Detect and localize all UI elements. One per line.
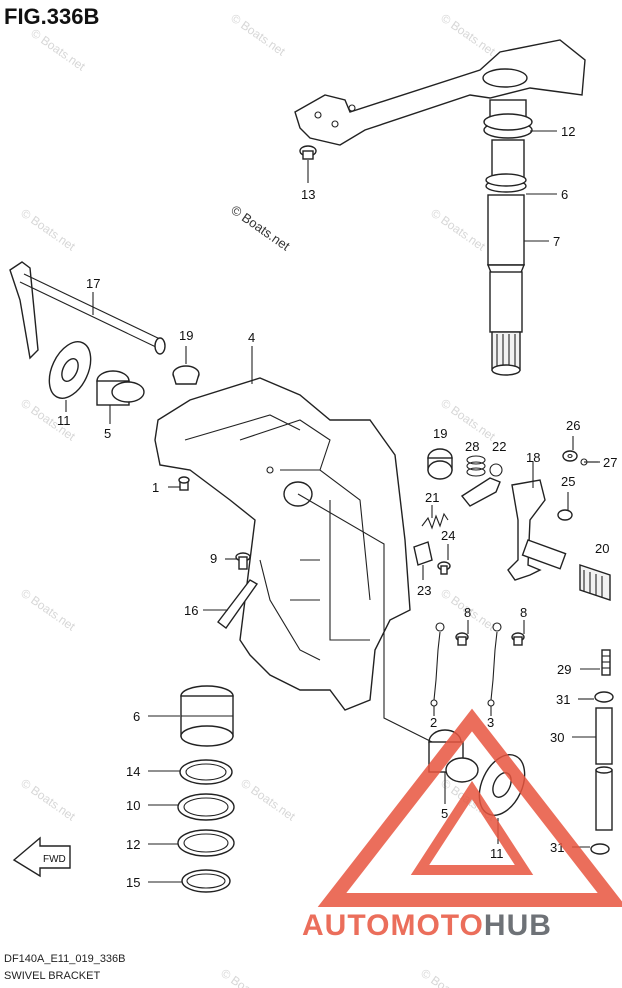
steering-arm [294, 39, 586, 146]
callout-11: 11 [57, 413, 71, 428]
bushing-19-left [172, 365, 200, 385]
spring-28 [466, 455, 486, 477]
clip-31-bottom [590, 843, 610, 855]
callout-5: 5 [104, 426, 111, 441]
ring-10 [177, 793, 235, 821]
ground-wire-2 [430, 622, 445, 707]
bolt-24 [437, 561, 451, 575]
callout-labels: 12 13 6 7 17 19 4 11 5 26 27 19 28 22 18… [57, 124, 617, 890]
ring-15 [181, 869, 231, 893]
washer-26 [562, 450, 578, 462]
callout-29: 29 [557, 662, 571, 677]
callout-26: 26 [566, 418, 580, 433]
callout-13: 13 [301, 187, 315, 202]
automotohub-logo: AUTOMOTOHUB [302, 708, 622, 942]
grease-nipple-1 [178, 476, 190, 491]
stopper-lever-18 [507, 479, 567, 581]
callout-15: 15 [126, 875, 140, 890]
watermark: © Boats.net [28, 26, 88, 74]
bushing-5-left [96, 370, 145, 406]
ground-wire-3 [487, 622, 502, 707]
figure-name: SWIVEL BRACKET [4, 970, 100, 982]
callout-8: 8 [464, 605, 471, 620]
callout-8: 8 [520, 605, 527, 620]
figure-code: DF140A_E11_019_336B [4, 953, 126, 965]
leader-lines [65, 130, 600, 883]
swivel-bracket-body [154, 377, 411, 711]
callout-6: 6 [133, 709, 140, 724]
callout-17: 17 [86, 276, 100, 291]
callout-19: 19 [179, 328, 193, 343]
callout-5: 5 [441, 806, 448, 821]
callout-27: 27 [603, 455, 617, 470]
plate-23 [413, 541, 433, 566]
callout-9: 9 [210, 551, 217, 566]
watermark: © Boats.net [218, 966, 278, 988]
callout-28: 28 [465, 439, 479, 454]
logo-text-auto: AUTOMOTOHUB [302, 909, 552, 942]
pin-29 [601, 649, 611, 676]
callout-1: 1 [152, 480, 159, 495]
callout-11: 11 [490, 846, 504, 861]
callout-25: 25 [561, 474, 575, 489]
callout-14: 14 [126, 764, 140, 779]
callout-16: 16 [184, 603, 198, 618]
callout-18: 18 [526, 450, 540, 465]
ring-14 [179, 759, 233, 785]
bushing-6 [180, 685, 234, 747]
figure-title: FIG.336B [4, 4, 99, 29]
washer-11-left [48, 341, 92, 399]
callout-24: 24 [441, 528, 455, 543]
callout-19: 19 [433, 426, 447, 441]
watermark: © Boats.net [418, 966, 478, 988]
bolt-13 [299, 145, 317, 160]
fwd-arrow: FWD [12, 836, 71, 878]
watermark: © Boats.net [18, 776, 78, 824]
callout-7: 7 [553, 234, 560, 249]
ring-12 [177, 829, 235, 857]
steering-shaft [483, 99, 533, 376]
callout-6: 6 [561, 187, 568, 202]
callout-30: 30 [550, 730, 564, 745]
callout-22: 22 [492, 439, 506, 454]
callout-23: 23 [417, 583, 431, 598]
fwd-label: FWD [43, 854, 66, 865]
clip-31-top [594, 691, 614, 703]
watermark: © Boats.net [228, 11, 288, 59]
callout-12: 12 [561, 124, 575, 139]
callout-2: 2 [430, 715, 437, 730]
watermark: © Boats.net [428, 206, 488, 254]
tilt-tube [9, 261, 166, 360]
watermark-dark: © Boats.net [228, 202, 293, 254]
callout-12: 12 [126, 837, 140, 852]
watermark: © Boats.net [18, 206, 78, 254]
watermark: © Boats.net [438, 11, 498, 59]
lever-22 [460, 463, 503, 507]
callout-20: 20 [595, 541, 609, 556]
watermark: © Boats.net [238, 776, 298, 824]
spring-21 [421, 512, 449, 530]
callout-10: 10 [126, 798, 140, 813]
callout-4: 4 [248, 330, 255, 345]
bolt-9 [235, 552, 251, 570]
bolt-8-left [455, 632, 469, 646]
callout-3: 3 [487, 715, 494, 730]
callout-21: 21 [425, 490, 439, 505]
pad-20 [579, 564, 611, 601]
bolt-8-right [511, 632, 525, 646]
tube-30 [595, 707, 613, 831]
watermark: © Boats.net [18, 586, 78, 634]
bushing-19-right [427, 448, 453, 480]
callout-31: 31 [556, 692, 570, 707]
plate-16 [217, 579, 259, 629]
nut-25 [557, 509, 573, 521]
